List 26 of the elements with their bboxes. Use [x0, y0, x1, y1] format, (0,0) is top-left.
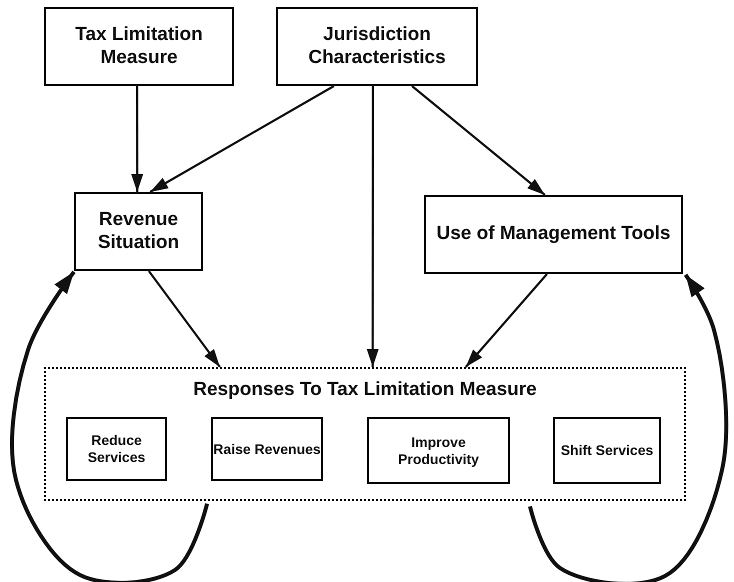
arrow: [131, 86, 144, 192]
arrow: [464, 273, 548, 368]
factor-box: [276, 7, 478, 86]
group-heading: Responses To Tax Limitation Measure: [192, 379, 538, 402]
arrow: [148, 270, 221, 368]
response-box: [66, 417, 167, 481]
box-label: Revenue Situation: [96, 208, 180, 254]
factor-box: [424, 195, 683, 274]
box-label: Reduce Services: [86, 432, 146, 466]
box-label: Raise Revenues: [213, 440, 321, 458]
box-label: Jurisdiction Characteristics: [307, 24, 447, 70]
factor-box: [44, 7, 234, 86]
arrow: [366, 86, 379, 367]
arrow: [150, 85, 335, 193]
arrow: [411, 85, 546, 196]
response-box: [553, 417, 661, 484]
box-label: Improve Productivity: [397, 434, 480, 468]
box-label: Tax Limitation Measure: [74, 24, 204, 70]
arrow: [10, 270, 209, 582]
box-label: Shift Services: [560, 442, 654, 459]
factor-box: [74, 192, 203, 271]
response-group-frame: [44, 367, 686, 501]
response-box: [367, 417, 510, 484]
response-box: [211, 417, 323, 481]
box-label: Use of Management Tools: [436, 223, 670, 246]
arrow: [528, 274, 728, 582]
